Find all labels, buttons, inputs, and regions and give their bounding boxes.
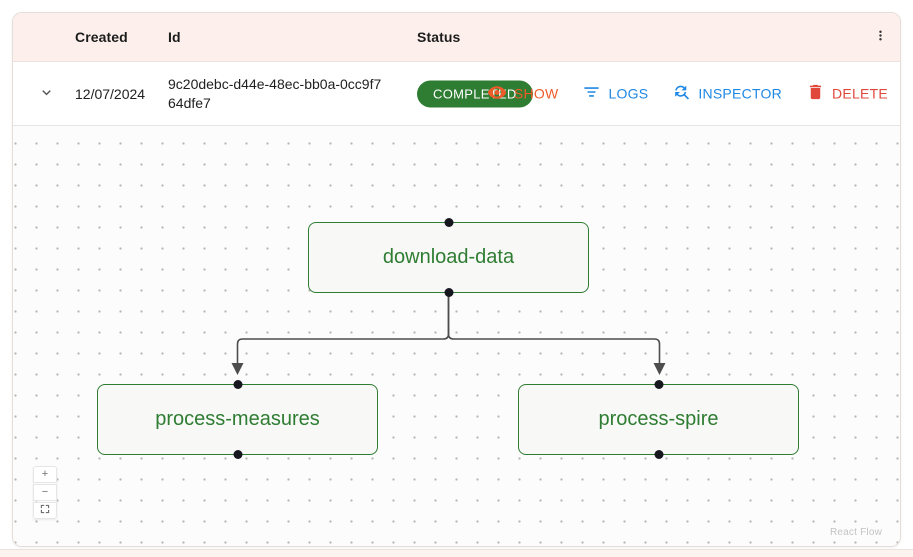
- inspector-label: INSPECTOR: [698, 85, 783, 102]
- logs-label: LOGS: [608, 85, 649, 102]
- trash-icon: [806, 83, 825, 105]
- sort-lines-icon: [582, 83, 601, 105]
- more-options-button[interactable]: [866, 23, 894, 51]
- node-label: process-spire: [598, 408, 719, 430]
- node-label: process-measures: [155, 408, 320, 430]
- table-row: 12/07/2024 9c20debc-d44e-48ec-bb0a-0cc9f…: [13, 62, 900, 126]
- collapse-row-button[interactable]: [31, 79, 61, 109]
- delete-label: DELETE: [832, 85, 888, 102]
- show-label: SHOW: [513, 85, 559, 102]
- column-header-id: Id: [168, 29, 181, 45]
- delete-button[interactable]: DELETE: [806, 83, 888, 105]
- fit-view-button[interactable]: [33, 502, 57, 519]
- node-handle-top[interactable]: [654, 380, 663, 389]
- flow-zoom-controls: + −: [33, 466, 57, 519]
- next-section-strip: [0, 549, 913, 557]
- created-cell: 12/07/2024: [75, 85, 146, 102]
- node-handle-bottom[interactable]: [654, 450, 663, 459]
- react-flow-attribution[interactable]: React Flow: [829, 527, 882, 538]
- flow-node-download-data[interactable]: download-data: [308, 218, 589, 297]
- zoom-out-button[interactable]: −: [33, 484, 57, 501]
- logs-button[interactable]: LOGS: [582, 83, 648, 105]
- inspector-button[interactable]: INSPECTOR: [672, 83, 782, 105]
- zoom-in-button[interactable]: +: [33, 466, 57, 483]
- flow-node-process-spire[interactable]: process-spire: [518, 380, 799, 459]
- node-handle-top[interactable]: [233, 380, 242, 389]
- node-handle-top[interactable]: [444, 218, 453, 227]
- node-label: download-data: [382, 246, 515, 268]
- workflow-run-card: Created Id Status 12/07/2024 9c20debc-d4…: [12, 12, 901, 547]
- flow-edges: [231, 293, 666, 375]
- react-flow-canvas[interactable]: download-data process-measures process-s…: [13, 126, 900, 546]
- flow-node-process-measures[interactable]: process-measures: [97, 380, 378, 459]
- node-handle-bottom[interactable]: [233, 450, 242, 459]
- table-header-row: Created Id Status: [13, 13, 900, 62]
- show-button[interactable]: SHOW: [487, 82, 559, 105]
- column-header-status: Status: [417, 29, 461, 45]
- column-header-created: Created: [75, 29, 128, 45]
- find-replace-icon: [672, 83, 691, 105]
- fit-view-icon: [40, 504, 50, 517]
- node-handle-bottom[interactable]: [444, 288, 453, 297]
- kebab-icon: [873, 28, 888, 46]
- run-id-cell: 9c20debc-d44e-48ec-bb0a-0cc9f764dfe7: [168, 75, 382, 111]
- row-actions: SHOW LOGS INSPECTOR: [487, 82, 888, 105]
- eye-icon: [487, 82, 507, 105]
- chevron-down-icon: [38, 84, 55, 104]
